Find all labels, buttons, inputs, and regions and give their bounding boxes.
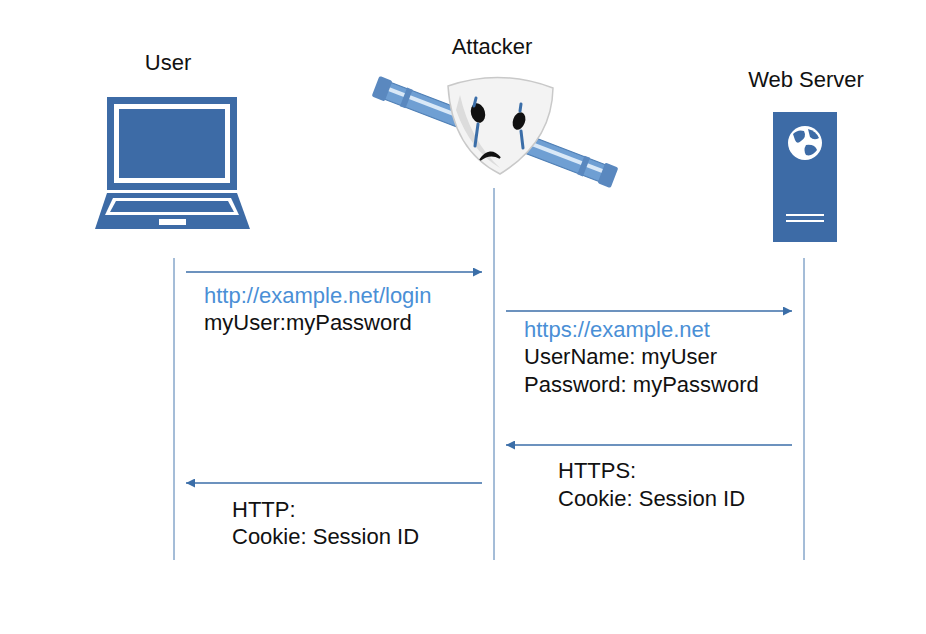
laptop-trackpad: [159, 219, 186, 225]
laptop-frame: [107, 97, 237, 190]
message-text: Password: myPassword: [524, 372, 759, 398]
stick-cap: [597, 163, 618, 189]
message-text: myUser:myPassword: [204, 310, 412, 336]
message-text: HTTPS:: [558, 458, 636, 484]
laptop-keyboard: [105, 198, 239, 215]
mask-eye: [469, 102, 488, 125]
lifeline: [804, 258, 805, 560]
attacker-mask-illustration: [372, 76, 619, 188]
globe-land: [805, 145, 818, 156]
connector-group: [186, 272, 792, 483]
message-arrow: [506, 310, 792, 312]
actor-column: Attacker: [482, 30, 506, 560]
laptop-keys: [110, 201, 234, 212]
lifeline: [174, 258, 175, 560]
mask-mouth: [480, 152, 500, 160]
message-text: Cookie: Session ID: [558, 486, 745, 512]
laptop-icon: [95, 97, 250, 229]
message-text: HTTP:: [232, 497, 296, 523]
message-text: Cookie: Session ID: [232, 524, 419, 550]
mask-tear: [474, 98, 478, 146]
message-arrow: [506, 444, 792, 446]
laptop-base: [95, 193, 250, 229]
mask-eye: [510, 110, 527, 131]
message-text: http://example.net/login: [204, 283, 431, 309]
server-slot: [786, 220, 824, 222]
laptop-bezel: [114, 104, 230, 183]
globe-land: [808, 129, 819, 139]
stick-band: [577, 156, 590, 177]
message-arrow: [186, 482, 482, 484]
message-text: https://example.net: [524, 317, 710, 343]
message-arrow: [186, 271, 482, 273]
actor-name: User: [28, 50, 308, 76]
actor-name: Attacker: [352, 34, 632, 60]
server-body: [773, 112, 837, 242]
stick-band: [400, 88, 413, 109]
server-slot: [786, 214, 824, 216]
actor-name: Web Server: [666, 67, 926, 93]
actor-column: User: [162, 30, 186, 560]
stick-cap: [372, 76, 393, 102]
globe: [788, 126, 822, 160]
stick: [372, 76, 619, 188]
actor-column: Web Server: [792, 30, 816, 560]
globe-land: [793, 130, 805, 142]
server-icon: [773, 112, 837, 242]
message-text: UserName: myUser: [524, 344, 717, 370]
mask-face: [448, 77, 553, 174]
lifeline: [494, 188, 495, 560]
mask-tear: [520, 104, 523, 148]
laptop-screen: [119, 109, 225, 178]
mask-shade: [456, 95, 500, 168]
